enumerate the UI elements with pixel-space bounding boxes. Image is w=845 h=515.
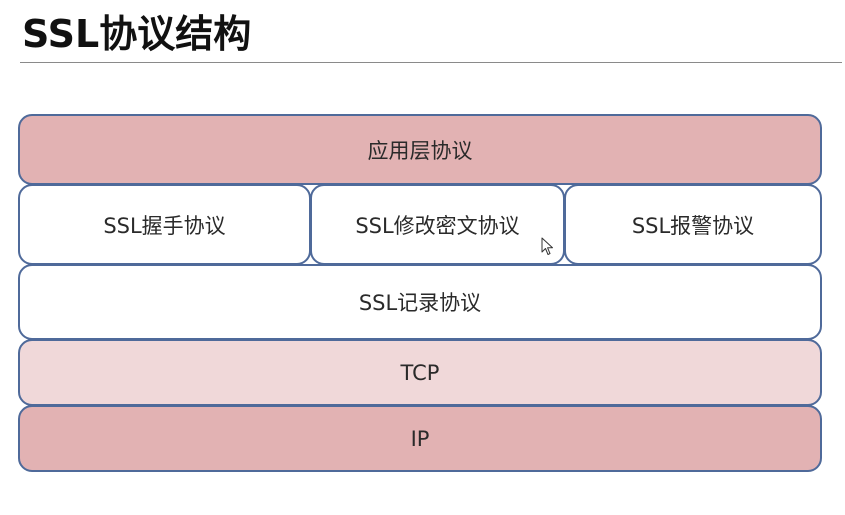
ip-layer-label: IP: [410, 426, 430, 451]
ssl-alert-box: SSL报警协议: [564, 184, 822, 265]
title-divider: [20, 62, 842, 63]
tcp-layer-box: TCP: [18, 339, 822, 406]
ssl-record-box: SSL记录协议: [18, 264, 822, 340]
tcp-layer-label: TCP: [400, 360, 440, 385]
ip-layer-box: IP: [18, 405, 822, 472]
ssl-alert-label: SSL报警协议: [631, 213, 755, 238]
ssl-change-cipher-box: SSL修改密文协议: [310, 184, 565, 265]
ssl-record-label: SSL记录协议: [358, 291, 482, 315]
ssl-handshake-label: SSL握手协议: [103, 213, 226, 238]
ssl-handshake-box: SSL握手协议: [18, 184, 311, 265]
application-layer-box: 应用层协议: [18, 114, 822, 185]
ssl-change-cipher-label: SSL修改密文协议: [355, 213, 520, 238]
application-layer-label: 应用层协议: [367, 138, 473, 163]
page-title: SSL协议结构: [22, 12, 252, 56]
mouse-pointer-icon: [541, 237, 553, 255]
